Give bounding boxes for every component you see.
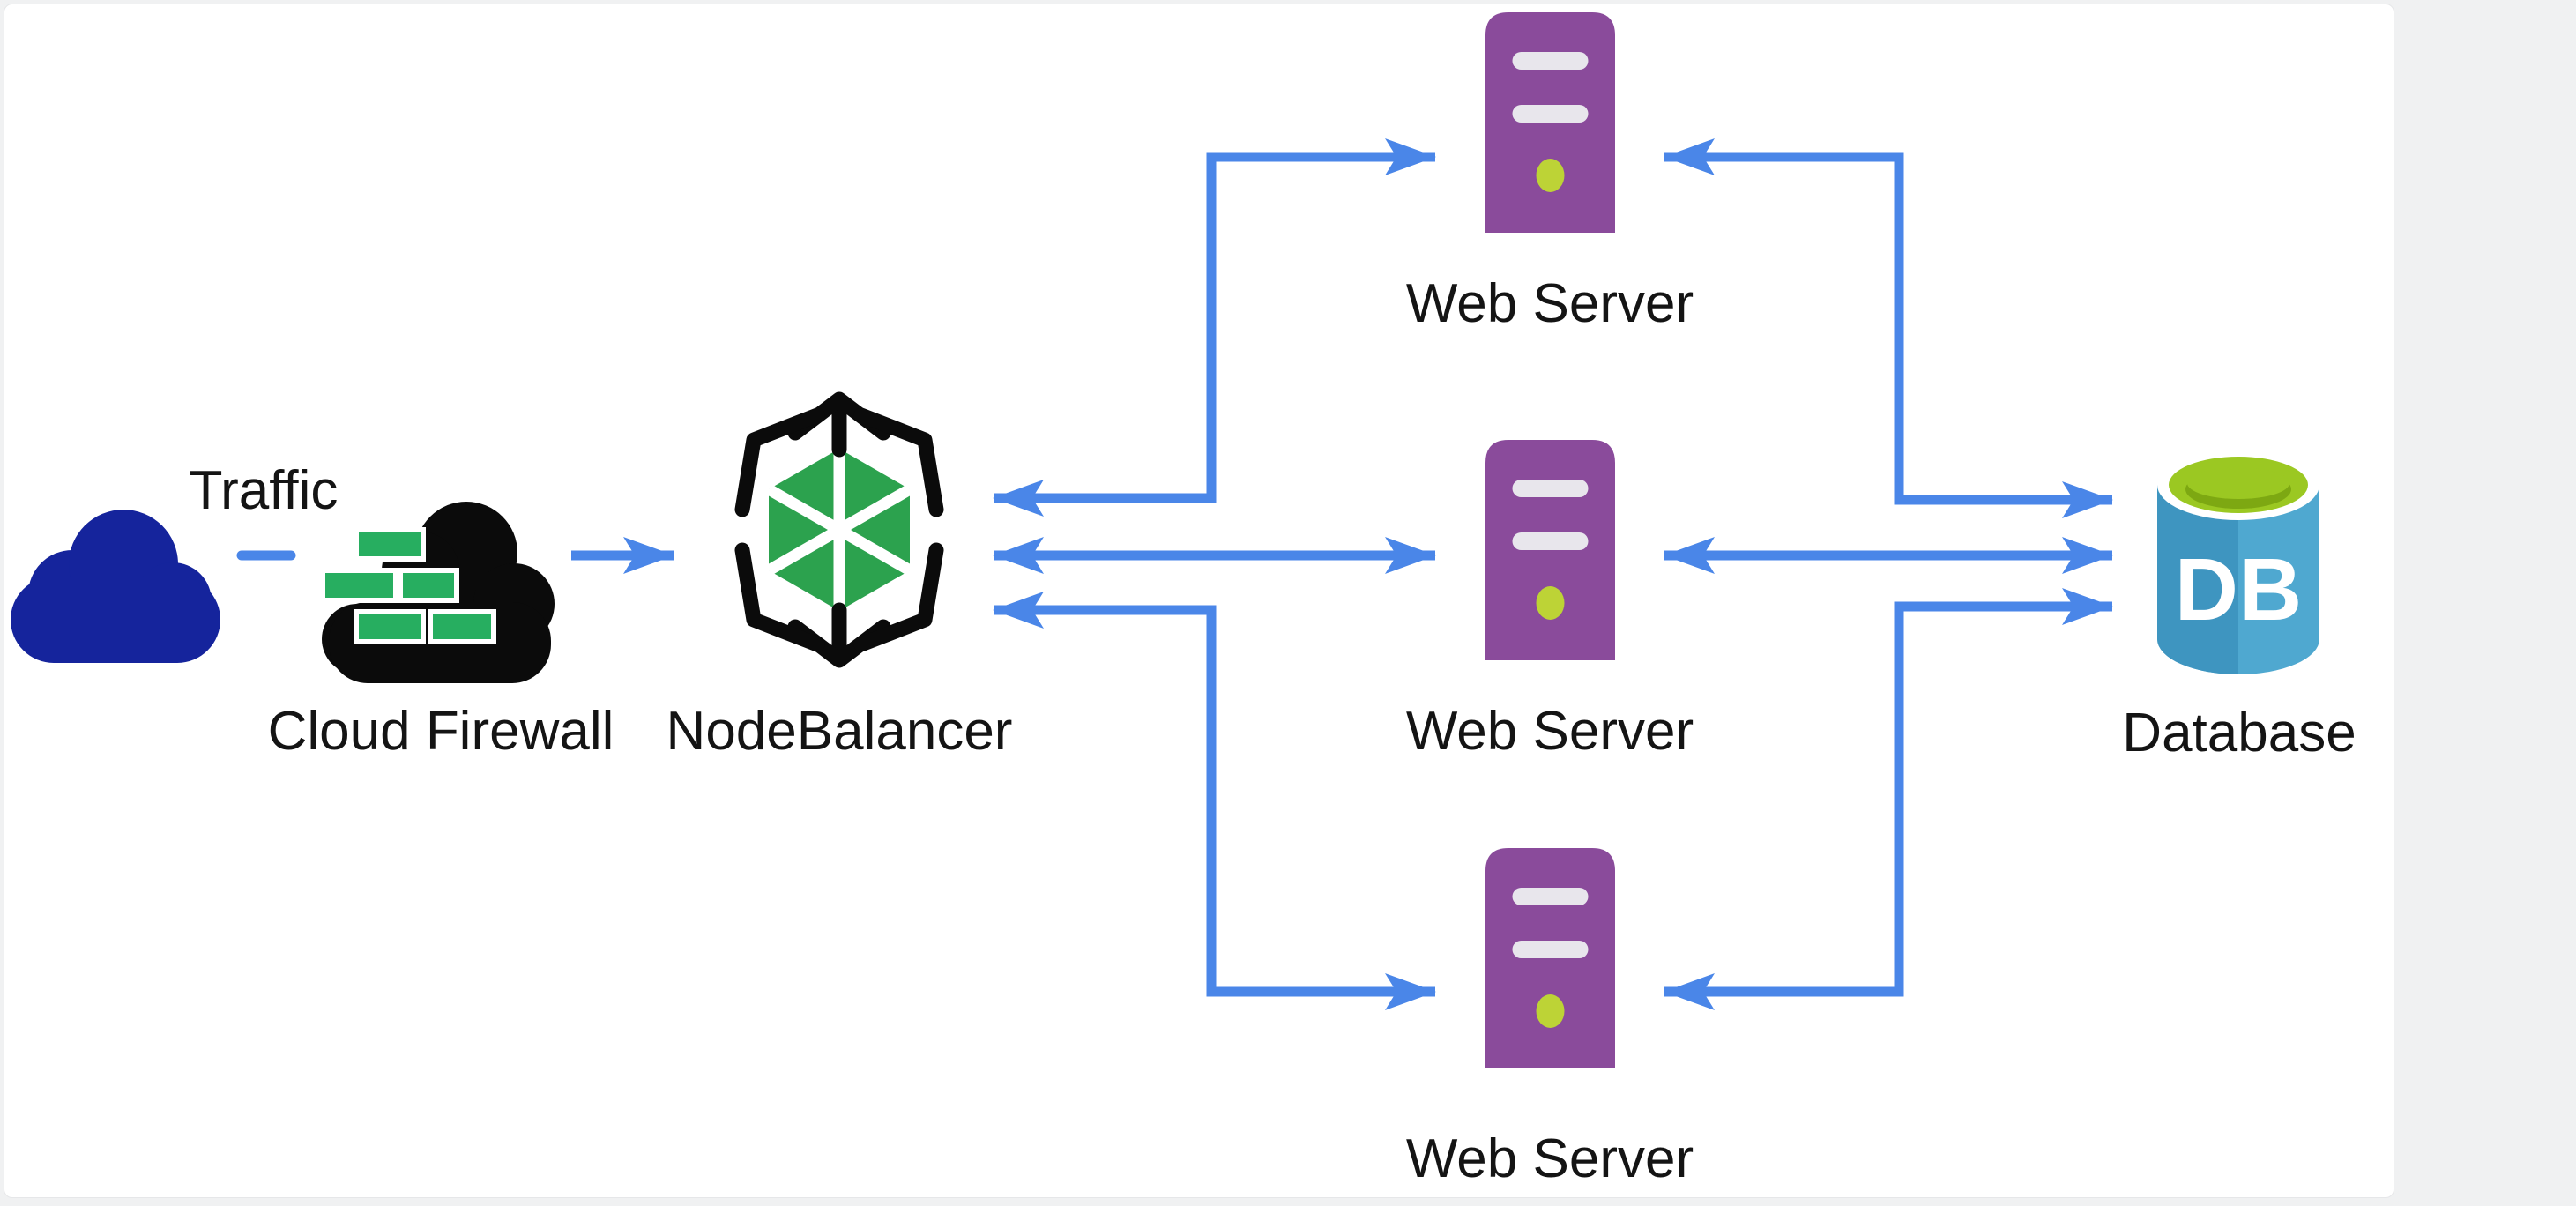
- edge-webserver-1-database: [1664, 138, 2113, 518]
- server-icon-top: [1485, 12, 1615, 233]
- node-label-database: Database: [2122, 702, 2356, 763]
- node-label-web-server-1: Web Server: [1405, 272, 1694, 334]
- edge-nodebalancer-webserver-1: [993, 138, 1436, 517]
- database-badge-text: DB: [2175, 540, 2302, 639]
- nodebalancer-icon: [734, 391, 944, 668]
- database-cylinder-icon: DB: [2157, 450, 2319, 674]
- edge-webserver-3-database: [1664, 588, 2113, 1010]
- server-icon-middle: [1485, 440, 1615, 660]
- database-body-shade: [2157, 485, 2238, 674]
- database-lid-highlight: [2187, 467, 2289, 499]
- nodebalancer-spokes: [765, 449, 913, 611]
- edge-nodebalancer-webserver-3: [993, 592, 1436, 1010]
- nodebalancer-arrows: [734, 391, 944, 668]
- node-label-traffic: Traffic: [189, 459, 339, 521]
- node-label-nodebalancer: NodeBalancer: [666, 700, 1013, 762]
- node-label-web-server-3: Web Server: [1405, 1128, 1694, 1189]
- firewall-cloud-icon: [320, 502, 555, 683]
- traffic-cloud-icon: [11, 510, 220, 663]
- node-label-cloud-firewall: Cloud Firewall: [267, 700, 614, 762]
- connectors: [236, 138, 2113, 1010]
- firewall-bricks: [320, 527, 496, 644]
- node-label-web-server-2: Web Server: [1405, 700, 1694, 762]
- server-icon-bottom: [1485, 848, 1615, 1068]
